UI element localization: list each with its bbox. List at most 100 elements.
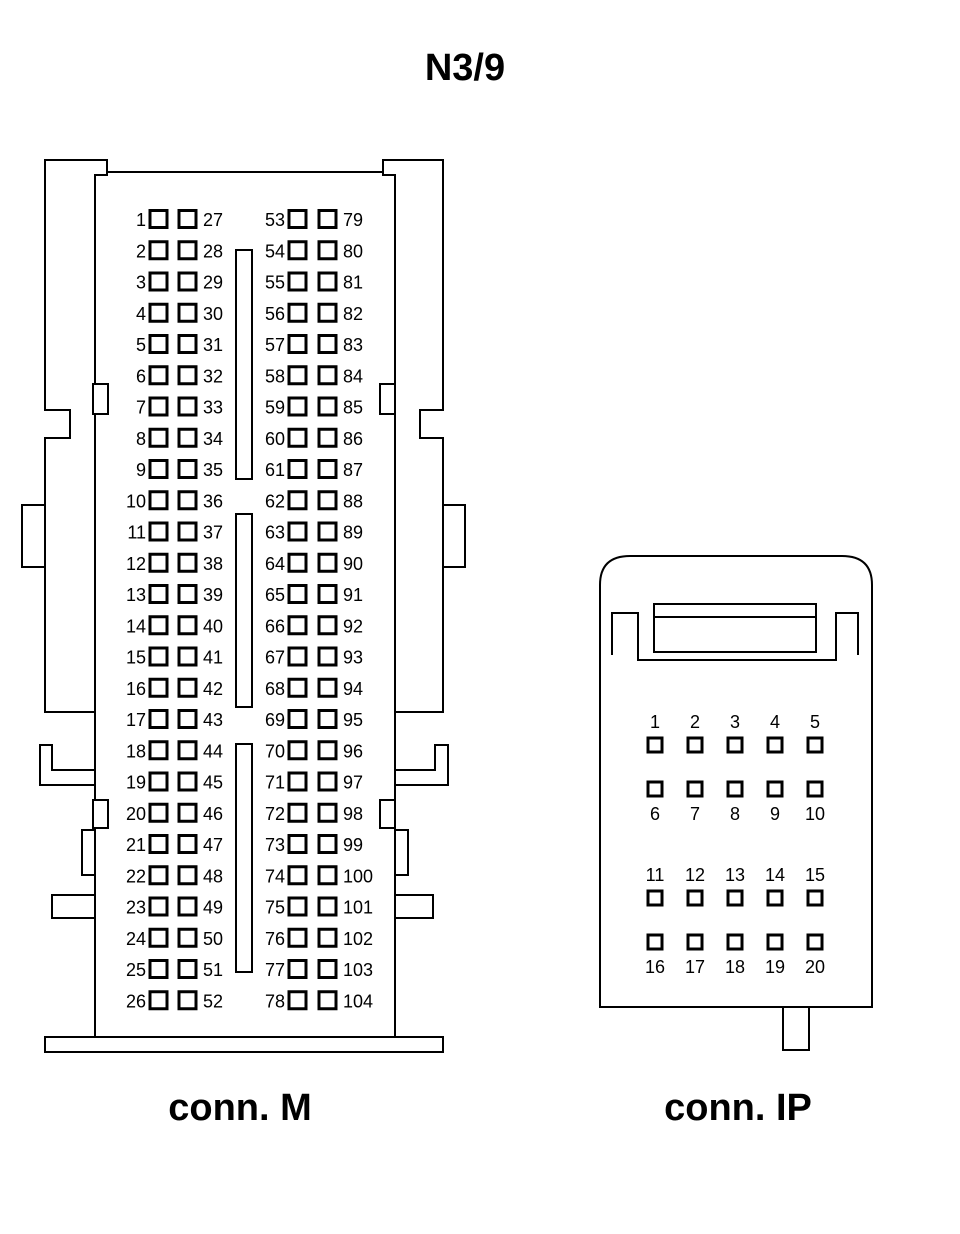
- pin-number-label: 56: [265, 304, 285, 324]
- pin-number-label: 5: [810, 712, 820, 732]
- pin-number-label: 14: [765, 865, 785, 885]
- pin-cavity: [766, 780, 784, 798]
- pin-number-label: 44: [203, 741, 223, 761]
- pin-number-label: 62: [265, 491, 285, 511]
- pin-number-label: 42: [203, 679, 223, 699]
- pin-cavity: [287, 584, 308, 604]
- pin-number-label: 38: [203, 554, 223, 574]
- pin-cavity: [317, 959, 338, 979]
- pin-number-label: 15: [805, 865, 825, 885]
- pin-number-label: 40: [203, 616, 223, 636]
- pin-cavity: [317, 459, 338, 479]
- pin-number-label: 52: [203, 991, 223, 1011]
- pin-cavity: [806, 780, 824, 798]
- pin-cavity: [148, 709, 169, 729]
- pin-number-label: 50: [203, 929, 223, 949]
- pin-number-label: 88: [343, 491, 363, 511]
- pin-cavity: [287, 302, 308, 323]
- pin-cavity: [148, 959, 169, 979]
- pin-cavity: [177, 677, 198, 698]
- pin-number-label: 94: [343, 679, 363, 699]
- pin-cavity: [317, 709, 338, 729]
- pin-number-label: 87: [343, 460, 363, 480]
- pin-cavity: [287, 709, 308, 729]
- pin-number-label: 7: [690, 804, 700, 824]
- pin-cavity: [646, 933, 664, 951]
- pin-number-label: 46: [203, 804, 223, 824]
- connector-m-left-latch-upper: [21, 504, 46, 568]
- pin-cavity: [287, 240, 308, 261]
- pin-cavity: [726, 780, 744, 798]
- pin-number-label: 49: [203, 898, 223, 918]
- pin-number-label: 74: [265, 866, 285, 886]
- pin-cavity: [287, 396, 308, 417]
- pin-number-label: 89: [343, 523, 363, 543]
- pin-number-label: 59: [265, 398, 285, 418]
- pin-number-label: 91: [343, 585, 363, 605]
- pin-number-label: 15: [126, 648, 146, 668]
- pin-cavity: [317, 334, 338, 354]
- pin-cavity: [317, 240, 338, 261]
- pin-cavity: [287, 459, 308, 479]
- diagram-title: N3/9: [425, 47, 505, 89]
- pin-cavity: [766, 736, 784, 754]
- pin-number-label: 85: [343, 398, 363, 418]
- pin-cavity: [177, 240, 198, 261]
- pin-cavity: [148, 896, 169, 917]
- pin-number-label: 103: [343, 960, 373, 980]
- pin-cavity: [148, 459, 169, 479]
- pin-number-label: 11: [127, 523, 146, 543]
- pin-cavity: [177, 771, 198, 792]
- pin-number-label: 71: [265, 773, 285, 793]
- pin-number-label: 2: [136, 241, 146, 261]
- pin-cavity: [177, 302, 198, 323]
- connector-m-caption: conn. M: [168, 1087, 312, 1129]
- pin-cavity: [317, 521, 338, 542]
- pin-number-label: 16: [645, 957, 665, 977]
- pin-number-label: 75: [265, 898, 285, 918]
- pin-number-label: 22: [126, 866, 146, 886]
- pin-number-label: 67: [265, 648, 285, 668]
- pin-number-label: 101: [343, 898, 373, 918]
- pin-number-label: 13: [126, 585, 146, 605]
- pin-number-label: 68: [265, 679, 285, 699]
- pin-number-label: 53: [265, 210, 285, 230]
- pin-cavity: [177, 896, 198, 917]
- pin-number-label: 43: [203, 710, 223, 730]
- pin-number-label: 9: [770, 804, 780, 824]
- connector-m-divider-middle: [235, 513, 253, 708]
- pin-cavity: [177, 615, 198, 636]
- pin-number-label: 16: [126, 679, 146, 699]
- pin-cavity: [287, 959, 308, 979]
- pin-number-label: 1: [136, 210, 146, 230]
- pin-number-label: 84: [343, 366, 363, 386]
- pin-cavity: [287, 896, 308, 917]
- pin-number-label: 41: [203, 648, 223, 668]
- pin-cavity: [287, 771, 308, 792]
- pin-number-label: 61: [265, 460, 285, 480]
- pin-cavity: [317, 490, 338, 511]
- connector-m-housing: [21, 159, 466, 1053]
- pin-cavity: [177, 802, 198, 823]
- pin-cavity: [726, 933, 744, 951]
- pin-number-label: 69: [265, 710, 285, 730]
- pin-number-label: 14: [126, 616, 146, 636]
- pin-number-label: 17: [685, 957, 705, 977]
- connector-m-right-rail: [382, 159, 444, 713]
- pin-cavity: [646, 736, 664, 754]
- pin-number-label: 77: [265, 960, 285, 980]
- pin-number-label: 18: [126, 741, 146, 761]
- pin-number-label: 13: [725, 865, 745, 885]
- pin-cavity: [177, 584, 198, 604]
- pin-cavity: [317, 677, 338, 698]
- pin-number-label: 102: [343, 929, 373, 949]
- pin-cavity: [317, 834, 338, 854]
